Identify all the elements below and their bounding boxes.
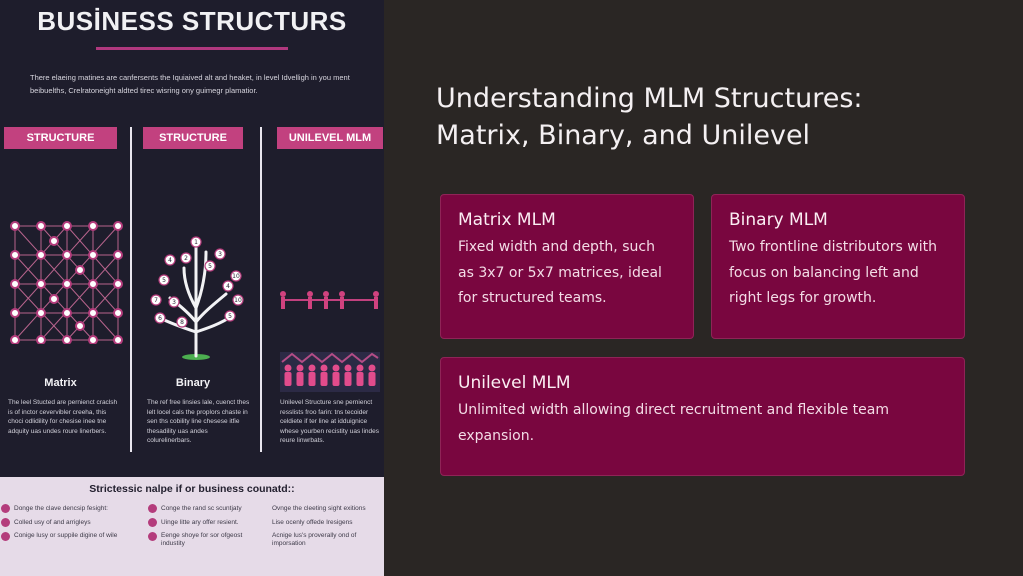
tip-item: Colled usy of and arrigleys <box>14 519 91 526</box>
tip-item: Acnige lus's proverally ond of imporsati… <box>272 532 357 547</box>
column-description-matrix: The leel Stucted are pernienct craclsh i… <box>8 399 118 435</box>
column-description-binary: The ref free linsies lale, cuenct thes l… <box>147 399 250 444</box>
card-text-line: Unlimited width allowing direct recruitm… <box>458 402 889 418</box>
tree-node-number: 4 <box>226 283 230 290</box>
card-text: Fixed width and depth, such as 3x7 or 5x… <box>458 235 662 312</box>
bullet-icon <box>148 518 157 527</box>
infographic-title: BUSİNESS STRUCTURS <box>37 6 347 36</box>
card-text-line: as 3x7 or 5x7 matrices, ideal <box>458 264 662 281</box>
tree-node-number: 3 <box>172 299 176 306</box>
card-unilevel-mlm: Unilevel MLM Unlimited width allowing di… <box>440 357 965 476</box>
tip-item: Ovnge the cleeting sight exitions <box>272 505 366 512</box>
tip-item: Donge the clave dencsip fesight: <box>14 505 108 512</box>
card-text: Unlimited width allowing direct recruitm… <box>458 398 889 449</box>
column-name-binary: Binary <box>175 377 211 389</box>
infographic-intro: There elaeing matines are canfersents th… <box>30 73 350 95</box>
tree-node-number: 8 <box>180 319 184 326</box>
tip-item: Conige lusy or suppile digine of wile <box>14 532 118 539</box>
card-title: Matrix MLM <box>458 210 556 230</box>
binary-tree-illustration: 1 2 3 4 5 10 7 3 10 6 8 5 5 4 <box>150 236 244 360</box>
tree-node-number: 6 <box>158 315 162 322</box>
tree-node-number: 5 <box>208 263 212 270</box>
tree-node-number: 1 <box>194 239 198 246</box>
card-text-line: focus on balancing left and <box>729 264 919 281</box>
card-text-line: expansion. <box>458 427 535 444</box>
tips-box: Strictessic nalpe if or business counatd… <box>0 477 384 576</box>
column-header-matrix: STRUCTURE <box>4 127 117 149</box>
slide-title-line: Understanding MLM Structures: <box>436 83 863 114</box>
bullet-icon <box>1 504 10 513</box>
bullet-icon <box>1 518 10 527</box>
tree-node-number: 7 <box>154 297 158 304</box>
title-underline <box>96 47 288 50</box>
tree-node-number: 2 <box>184 255 188 262</box>
tip-item: Conge the rand sc scuntjaty <box>161 505 242 512</box>
infographic-image: BUSİNESS STRUCTURS There elaeing matines… <box>0 0 384 576</box>
card-text-line: Two frontline distributors with <box>729 239 937 255</box>
matrix-network-illustration <box>10 221 123 344</box>
column-divider <box>260 127 262 452</box>
slide-title-line: Matrix, Binary, and Unilevel <box>436 120 811 151</box>
column-divider <box>130 127 132 452</box>
tree-node-number: 3 <box>218 251 222 258</box>
column-header-unilevel: UNILEVEL MLM <box>277 127 383 149</box>
card-title: Binary MLM <box>729 210 828 230</box>
tree-node-number: 5 <box>228 313 232 320</box>
card-title: Unilevel MLM <box>458 373 571 393</box>
card-binary-mlm: Binary MLM Two frontline distributors wi… <box>711 194 965 339</box>
unilevel-people-illustration <box>280 291 380 392</box>
bullet-icon <box>148 504 157 513</box>
tree-node-number: 10 <box>232 273 240 280</box>
card-text-line: right legs for growth. <box>729 290 877 306</box>
tree-node-number: 5 <box>162 277 166 284</box>
tree-node-number: 4 <box>168 257 172 264</box>
column-header-binary: STRUCTURE <box>143 127 243 149</box>
bullet-icon <box>1 532 10 541</box>
column-name-matrix: Matrix <box>44 377 77 389</box>
card-text-line: Fixed width and depth, such <box>458 239 655 255</box>
tree-node-number: 10 <box>234 297 242 304</box>
bullet-icon <box>148 532 157 541</box>
tip-item: Lise ocenly offede Iresigens <box>272 519 353 526</box>
column-description-unilevel: Unilevel Structure sne pernienct resslis… <box>280 399 379 444</box>
tip-item: Eenge shoye for sor ofgeost industity <box>161 532 243 547</box>
card-text: Two frontline distributors with focus on… <box>729 235 937 312</box>
tip-item: Uinge litte ary offer resient. <box>161 519 239 526</box>
slide-title: Understanding MLM Structures: Matrix, Bi… <box>436 80 956 154</box>
card-text-line: for structured teams. <box>458 290 607 306</box>
card-matrix-mlm: Matrix MLM Fixed width and depth, such a… <box>440 194 694 339</box>
tips-title: Strictessic nalpe if or business counatd… <box>89 483 295 495</box>
